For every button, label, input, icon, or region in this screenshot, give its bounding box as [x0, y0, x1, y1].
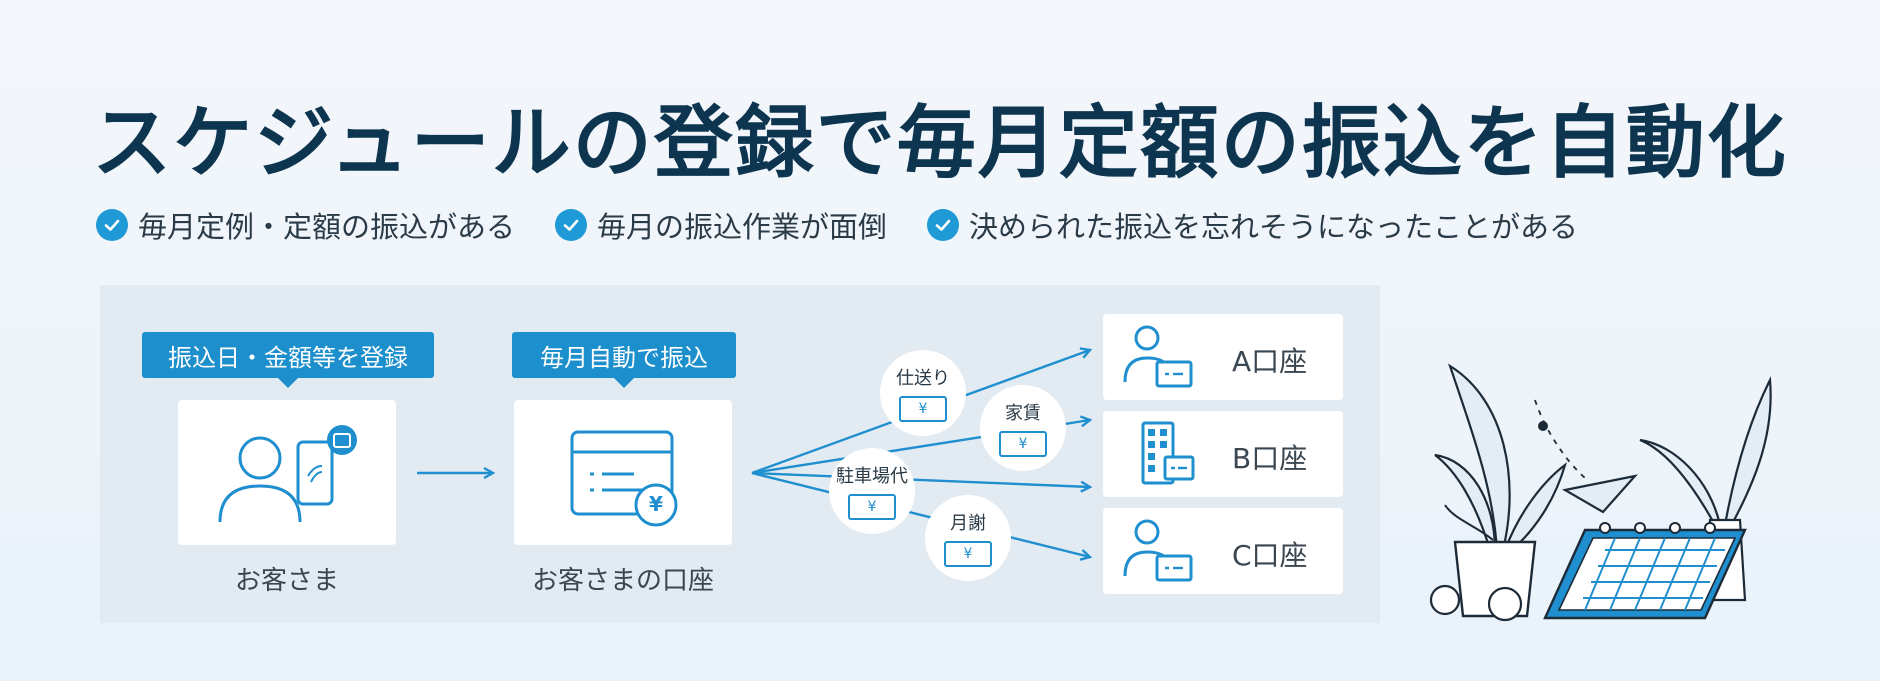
check-item: 毎月定例・定額の振込がある	[96, 204, 515, 246]
account-person-icon	[1123, 519, 1193, 582]
customer-card	[178, 400, 396, 545]
bank-window-icon	[570, 430, 678, 527]
plants-calendar-illustration	[1429, 363, 1772, 622]
check-circle-icon	[96, 209, 128, 241]
yen-bill-icon: ¥	[899, 396, 947, 422]
payment-label: 家賃	[1005, 403, 1041, 424]
account-label: C口座	[1232, 539, 1308, 572]
checklist: 毎月定例・定額の振込がある 毎月の振込作業が面倒 決められた振込を忘れそうになっ…	[96, 204, 1578, 246]
check-item: 毎月の振込作業が面倒	[555, 204, 887, 246]
payment-bubble: 月謝 ¥	[925, 495, 1011, 581]
check-circle-icon	[927, 209, 960, 241]
account-card-a	[1103, 314, 1343, 400]
building-icon	[1141, 421, 1195, 485]
check-label: 毎月の振込作業が面倒	[597, 210, 888, 244]
payment-bubble: 駐車場代 ¥	[829, 448, 915, 534]
payment-bubble: 家賃 ¥	[980, 385, 1066, 471]
check-circle-icon	[555, 209, 588, 241]
account-label: B口座	[1232, 442, 1308, 475]
bank-account-card: ¥	[514, 400, 732, 545]
account-card-c	[1103, 508, 1343, 594]
account-person-icon	[1123, 325, 1193, 388]
account-label: A口座	[1232, 345, 1308, 378]
customer-phone-icon	[218, 425, 357, 523]
account-card-b	[1103, 411, 1343, 497]
check-label: 決められた振込を忘れそうになったことがある	[969, 210, 1579, 244]
yen-bill-icon: ¥	[944, 541, 992, 567]
step1-tag: 振込日・金額等を登録	[142, 332, 434, 388]
check-item: 決められた振込を忘れそうになったことがある	[927, 204, 1578, 246]
payment-label: 仕送り	[896, 368, 950, 389]
step2-tag: 毎月自動で振込	[512, 332, 736, 388]
check-label: 毎月定例・定額の振込がある	[138, 210, 516, 244]
step1-caption: お客さま	[234, 566, 339, 596]
payment-bubble: 仕送り ¥	[880, 350, 966, 436]
step2-caption: お客さまの口座	[531, 566, 714, 596]
page-title: スケジュールの登録で毎月定額の振込を自動化	[92, 97, 1788, 189]
yen-bill-icon: ¥	[999, 431, 1047, 457]
yen-bill-icon: ¥	[848, 494, 896, 520]
payment-label: 駐車場代	[836, 466, 908, 487]
payment-label: 月謝	[950, 513, 986, 534]
yen-icon: ¥	[649, 492, 663, 516]
